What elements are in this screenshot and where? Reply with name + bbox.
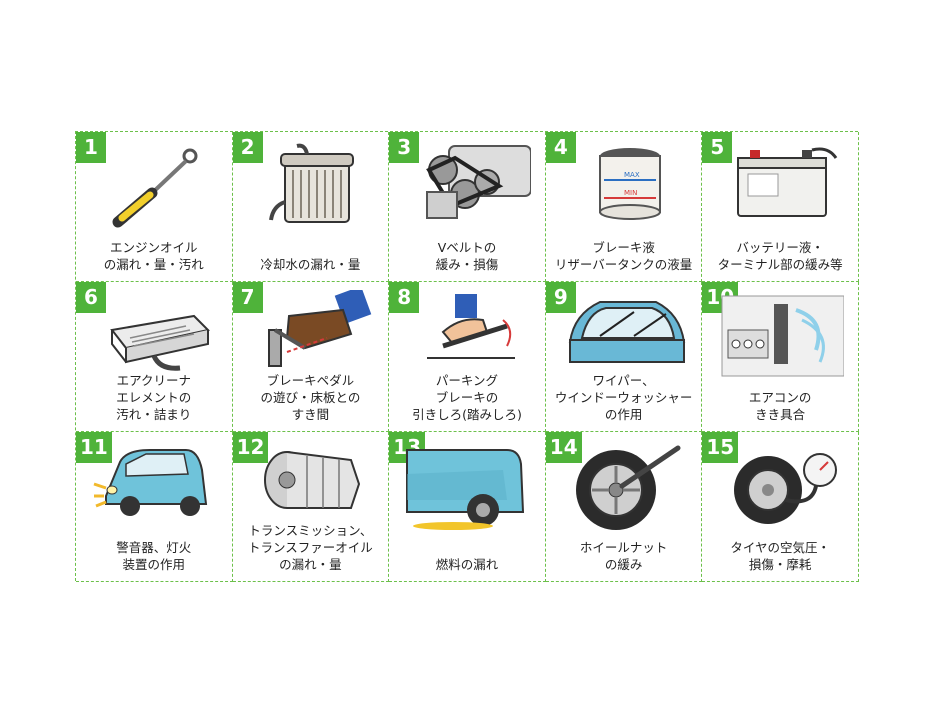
- brake-pedal-icon: [267, 290, 371, 367]
- item-label: エンジンオイル の漏れ・量・汚れ: [103, 240, 204, 272]
- item-number: 7: [232, 282, 263, 313]
- item-label: エアコンの きき具合: [748, 390, 812, 422]
- item-number: 1: [76, 132, 106, 163]
- item-label: タイヤの空気圧・ 損傷・摩耗: [730, 540, 830, 572]
- v-belt-icon: [426, 145, 532, 219]
- item-number: 4: [545, 132, 576, 163]
- inspection-item-5: 5 バッテリー液・ ターミナル部の緩み等: [702, 132, 859, 282]
- item-number: 3: [389, 132, 420, 163]
- item-number: 2: [232, 132, 263, 163]
- item-label: エアクリーナ エレメントの 汚れ・詰まり: [116, 373, 192, 422]
- inspection-item-13: 13 燃料の漏れ: [389, 432, 546, 582]
- transmission-icon: [263, 451, 360, 509]
- min-mark: MIN: [624, 189, 637, 197]
- item-label: トランスミッション、 トランスファーオイル の漏れ・量: [248, 523, 373, 572]
- oil-dipstick-icon: [112, 148, 198, 228]
- item-label: パーキング ブレーキの 引きしろ(踏みしろ): [412, 373, 522, 422]
- item-label: ブレーキ液 リザーバータンクの液量: [554, 240, 693, 272]
- item-number: 15: [702, 432, 739, 463]
- item-label: 冷却水の漏れ・量: [260, 257, 361, 272]
- inspection-item-6: 6 エアクリーナ エレメントの 汚れ・詰まり: [76, 282, 233, 432]
- item-label: 警音器、灯火 装置の作用: [116, 540, 192, 572]
- brake-fluid-reservoir-icon: MAX MIN: [598, 148, 661, 220]
- tire-pressure-icon: [734, 453, 838, 524]
- item-label: ブレーキペダル の遊び・床板との すき間: [260, 373, 361, 422]
- item-number: 9: [545, 282, 576, 313]
- item-label: バッテリー液・ ターミナル部の緩み等: [717, 240, 843, 272]
- fuel-leak-icon: [406, 449, 525, 530]
- item-label: 燃料の漏れ: [435, 557, 499, 572]
- max-mark: MAX: [624, 171, 640, 179]
- inspection-item-8: 8 パーキング ブレーキの 引きしろ(踏みしろ): [389, 282, 546, 432]
- inspection-item-10: 10 エアコンの きき具合: [702, 282, 859, 432]
- item-label: ホイールナット の緩み: [579, 540, 668, 572]
- item-label: Vベルトの 緩み・損傷: [435, 240, 499, 272]
- air-conditioner-icon: [721, 295, 845, 377]
- inspection-item-11: 11 警音器、灯火 装置の作用: [76, 432, 233, 582]
- inspection-item-1: 1 エンジンオイル の漏れ・量・汚れ: [76, 132, 233, 282]
- item-number: 5: [702, 132, 733, 163]
- radiator-icon: [268, 143, 354, 223]
- inspection-item-2: 2 冷却水の漏れ・量: [232, 132, 390, 282]
- car-lights-icon: [93, 449, 208, 516]
- wheel-nut-icon: [575, 445, 681, 530]
- inspection-item-15: 15 タイヤの空気圧・ 損傷・摩耗: [702, 432, 859, 582]
- inspection-item-4: 4 MAX MIN ブレーキ液 リザーバータンクの液量: [545, 132, 703, 282]
- wiper-icon: [568, 301, 685, 363]
- item-number: 11: [76, 432, 112, 463]
- inspection-item-3: 3 Vベルトの 緩み・損傷: [389, 132, 546, 282]
- item-number: 14: [545, 432, 582, 463]
- inspection-grid: 1 エンジンオイル の漏れ・量・汚れ 2 冷却水の漏れ・量 3: [75, 131, 859, 582]
- item-number: 12: [232, 432, 269, 463]
- item-number: 8: [389, 282, 420, 313]
- inspection-item-14: 14 ホイールナット の緩み: [545, 432, 703, 582]
- air-cleaner-icon: [110, 314, 210, 371]
- item-label: ワイパー、 ウインドーウォッシャー の作用: [554, 373, 693, 422]
- battery-icon: [737, 147, 838, 217]
- inspection-item-12: 12 トランスミッション、 トランスファーオイル の漏れ・量: [232, 432, 390, 582]
- parking-brake-icon: [427, 294, 516, 359]
- inspection-item-9: 9 ワイパー、 ウインドーウォッシャー の作用: [545, 282, 703, 432]
- inspection-item-7: 7 ブレーキペダル の遊び・床板との すき間: [232, 282, 390, 432]
- item-number: 6: [76, 282, 106, 313]
